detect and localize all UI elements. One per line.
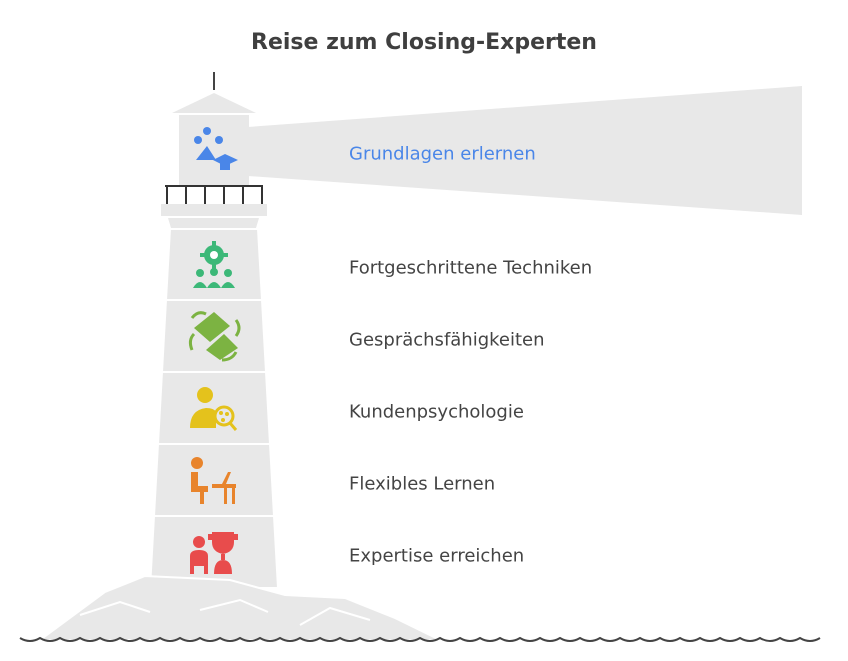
team-gear-icon [193,241,235,288]
learning-group-icon [194,127,238,170]
level-label-techniken: Fortgeschrittene Techniken [349,257,593,279]
level-label-gespraech: Gesprächsfähigkeiten [349,329,545,351]
water-waves [19,636,821,642]
person-trophy-icon [190,532,238,574]
person-desk-icon [191,457,236,504]
handshake-icon [188,311,241,362]
diagram-title: Reise zum Closing-Experten [251,30,597,55]
lighthouse-railing [165,185,263,204]
level-label-expertise: Expertise erreichen [349,545,525,567]
level-label-psychologie: Kundenpsychologie [349,401,524,423]
person-analysis-icon [190,387,238,431]
lighthouse-gallery [161,204,267,216]
level-label-grundlagen: Grundlagen erlernen [349,143,536,165]
lighthouse-tower [148,228,280,589]
rocks [36,574,441,641]
lighthouse-lantern [179,115,249,185]
level-label-lernen: Flexibles Lernen [349,473,496,495]
lighthouse-collar [168,218,259,228]
light-beam [248,86,802,215]
lighthouse-roof [172,93,256,113]
